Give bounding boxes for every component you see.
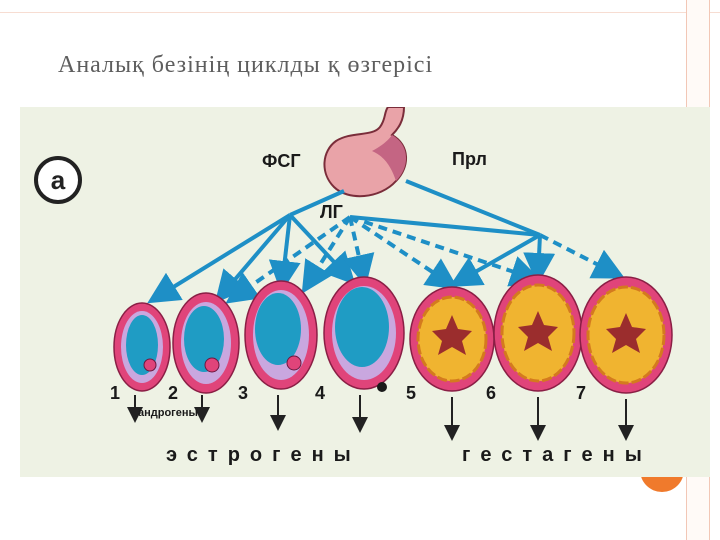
lh-arrow-3 [343, 216, 375, 287]
stage-number-7: 7 [576, 383, 586, 403]
prl-arrow-2 [523, 234, 556, 285]
slide-frame-top [0, 12, 720, 13]
stage-number-6: 6 [486, 383, 496, 403]
hormone-lh-label: ЛГ [320, 202, 343, 222]
hormone-arrows [147, 179, 626, 304]
corpus-luteum-7 [579, 276, 673, 394]
stage-number-2: 2 [168, 383, 178, 403]
fsh-arrow-3 [268, 214, 301, 293]
stage-number-5: 5 [406, 383, 416, 403]
stage-number-1: 1 [110, 383, 120, 403]
lh-arrow-6 [539, 233, 626, 279]
fsh-trunk [289, 189, 345, 217]
slide-title: Аналық безінің циклды қ өзгерісі [58, 52, 434, 78]
corpus-luteum-5 [409, 286, 495, 392]
stage-number-4: 4 [315, 383, 325, 403]
prl-trunk [405, 179, 541, 237]
follicle-1 [113, 302, 171, 392]
stage-numbers: 1 2 3 4 5 6 7 [110, 383, 586, 403]
ovarian-cycle-figure: а ФСГ ЛГ Прл [20, 106, 710, 477]
hormone-prl-label: Прл [452, 149, 487, 169]
follicle-3 [244, 280, 318, 390]
pituitary-gland [323, 106, 407, 198]
ovarian-cycle-diagram: а ФСГ ЛГ Прл [34, 106, 673, 466]
lh-arrow-5 [349, 215, 543, 287]
fsh-arrow-4 [288, 213, 356, 285]
lh-trunk-right [349, 215, 541, 237]
follicle-2 [172, 292, 240, 394]
panel-label: а [34, 156, 82, 204]
lh-arrow-1 [225, 215, 352, 304]
hormone-fsh-label: ФСГ [262, 151, 301, 171]
panel-label-text: а [51, 165, 66, 195]
secretion-arrows [127, 395, 634, 441]
gestagens-label: гестагены [462, 444, 652, 466]
follicle-4 [323, 276, 405, 392]
corpus-luteum-6 [493, 274, 583, 392]
fsh-arrow-1 [147, 213, 292, 304]
androgens-label: андрогены [138, 407, 198, 419]
prl-arrow-1 [449, 233, 541, 287]
estrogens-label: эстрогены [166, 444, 361, 466]
lh-arrow-4 [348, 215, 459, 290]
lh-arrow-2 [301, 215, 352, 294]
stage-number-3: 3 [238, 383, 248, 403]
